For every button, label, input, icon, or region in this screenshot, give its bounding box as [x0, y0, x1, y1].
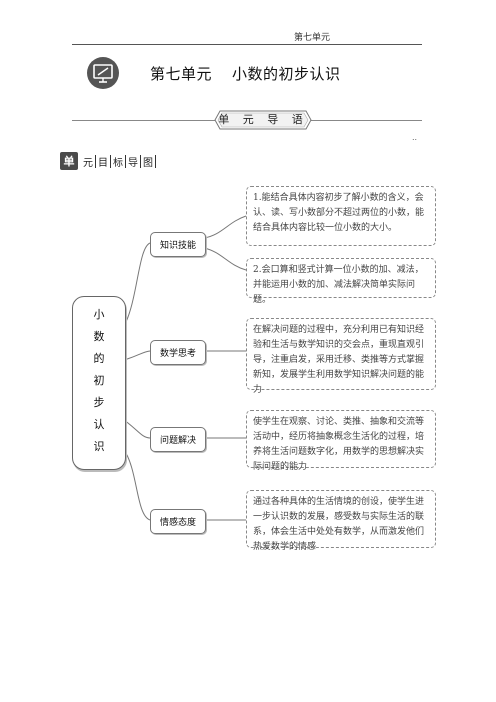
- map-header: 单 元 目 标 导 图: [60, 150, 156, 172]
- leaf-attitude: 通过各种具体的生活情境的创设，使学生进一步认识数的发展，感受数与实际生活的联系，…: [246, 490, 436, 552]
- header-rule: [72, 44, 422, 45]
- leaf-text: 通过各种具体的生活情境的创设，使学生进一步认识数的发展，感受数与实际生活的联系，…: [253, 497, 425, 552]
- leaf-text: 1.能结合具体内容初步了解小数的含义，会认、读、写小数部分不超过两位的小数，能结…: [253, 193, 425, 233]
- unit-name: 小数的初步认识: [232, 65, 341, 83]
- map-header-char: 目: [98, 157, 108, 169]
- leaf-problem-solving: 使学生在观察、讨论、类推、抽象和交流等活动中，经历将抽象概念生活化的过程，培养将…: [246, 410, 436, 472]
- root-char: 的: [93, 352, 105, 365]
- map-header-title: 元 目 标 导 图: [81, 154, 156, 169]
- map-header-badge: 单: [60, 152, 78, 170]
- root-char: 步: [93, 396, 105, 409]
- category-math-thinking: 数学思考: [150, 340, 206, 365]
- map-header-char: 导: [128, 157, 138, 169]
- map-header-char: 图: [143, 157, 153, 169]
- leaf-knowledge-2: 2.会口算和竖式计算一位小数的加、减法，并能运用小数的加、减法解决简单实际问题。: [246, 258, 436, 305]
- leaf-text: 在解决问题的过程中，充分利用已有知识经验和生活与数学知识的交会点，重现直观引导，…: [253, 325, 425, 395]
- unit-computer-icon: [87, 57, 119, 89]
- mind-map-root: [72, 296, 126, 470]
- root-char: 小: [93, 308, 105, 321]
- root-char: 识: [93, 440, 105, 453]
- corner-mark: ..: [412, 133, 418, 142]
- leaf-text: 2.会口算和竖式计算一位小数的加、减法，并能运用小数的加、减法解决简单实际问题。: [253, 265, 424, 305]
- unit-title: 第七单元 小数的初步认识: [150, 63, 341, 84]
- category-attitude: 情感态度: [150, 509, 206, 534]
- guide-banner: 单 元 导 语: [218, 113, 308, 126]
- banner-tab: [214, 110, 312, 130]
- leaf-knowledge-1: 1.能结合具体内容初步了解小数的含义，会认、读、写小数部分不超过两位的小数，能结…: [246, 186, 436, 246]
- root-char: 初: [93, 374, 105, 387]
- category-knowledge-skills: 知识技能: [150, 232, 206, 257]
- category-problem-solving: 问题解决: [150, 427, 206, 452]
- running-head: 第七单元: [294, 33, 331, 43]
- root-char: 认: [93, 418, 105, 431]
- leaf-text: 使学生在观察、讨论、类推、抽象和交流等活动中，经历将抽象概念生活化的过程，培养将…: [253, 417, 425, 472]
- unit-label: 第七单元: [150, 65, 213, 83]
- map-header-char: 标: [113, 157, 123, 169]
- leaf-math-thinking: 在解决问题的过程中，充分利用已有知识经验和生活与数学知识的交会点，重现直观引导，…: [246, 318, 436, 395]
- mind-map-root-label: 小 数 的 初 步 认 识: [72, 304, 126, 458]
- map-header-char: 元: [83, 157, 93, 169]
- root-char: 数: [93, 330, 105, 343]
